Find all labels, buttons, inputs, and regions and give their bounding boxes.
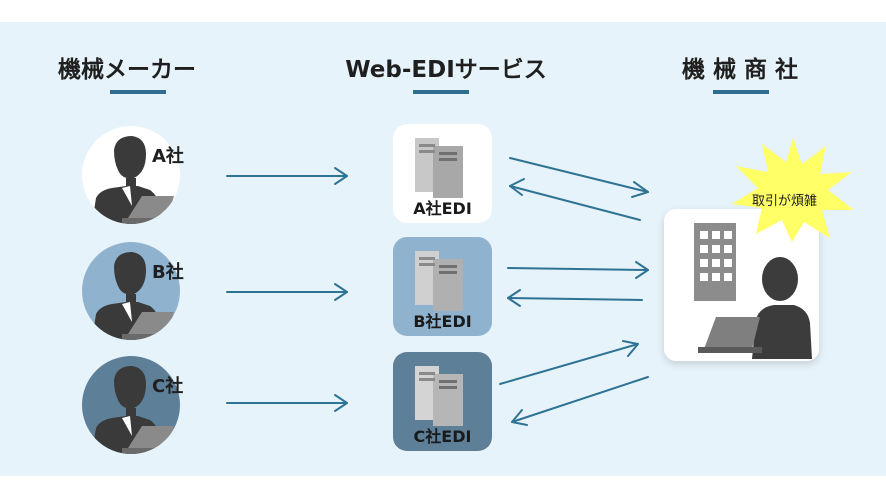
arrow-trader-to-a-edi: [509, 178, 641, 221]
server-icon: [415, 366, 463, 426]
diagram-canvas: 機械メーカー Web-EDIサービス 機 械 商 社 A社 B社: [0, 22, 886, 476]
arrow-b-to-edi: [226, 283, 348, 301]
company-b-edi-label: B社EDI: [413, 312, 472, 331]
company-c-label: C社: [152, 376, 184, 397]
company-b-avatar: [82, 242, 180, 340]
company-a-avatar: [82, 126, 180, 224]
company-a-edi-label: A社EDI: [413, 199, 472, 218]
company-b-edi-box: B社EDI: [393, 237, 492, 336]
starburst-icon: [732, 138, 854, 242]
heading-service: Web-EDIサービス: [345, 57, 547, 83]
arrow-b-edi-to-trader: [507, 261, 649, 279]
company-a-edi-box: A社EDI: [393, 124, 492, 223]
company-c-avatar: [82, 356, 180, 454]
server-icon: [415, 138, 463, 198]
arrow-a-to-edi: [226, 167, 348, 185]
arrow-c-to-edi: [226, 394, 348, 412]
company-c-edi-label: C社EDI: [413, 427, 472, 446]
heading-trader: 機 械 商 社: [681, 57, 799, 83]
person-laptop-icon: [92, 136, 176, 224]
company-c-edi-box: C社EDI: [393, 352, 492, 451]
company-b-label: B社: [152, 262, 184, 283]
arrow-trader-to-c-edi: [511, 376, 649, 426]
heading-manufacturer: 機械メーカー: [58, 57, 196, 83]
arrows-layer: [226, 157, 649, 426]
arrow-trader-to-b-edi: [507, 289, 643, 307]
person-laptop-icon: [92, 366, 176, 454]
arrow-a-edi-to-trader: [509, 157, 649, 198]
heading-underline-trader: [713, 90, 769, 94]
arrow-c-edi-to-trader: [499, 340, 639, 385]
server-icon: [415, 251, 463, 311]
trader-note: 取引が煩雑: [752, 194, 818, 209]
company-a-label: A社: [152, 146, 184, 167]
heading-underline-service: [413, 90, 469, 94]
heading-underline-manufacturer: [110, 90, 166, 94]
office-operator-icon: [694, 223, 812, 359]
person-laptop-icon: [92, 252, 176, 340]
